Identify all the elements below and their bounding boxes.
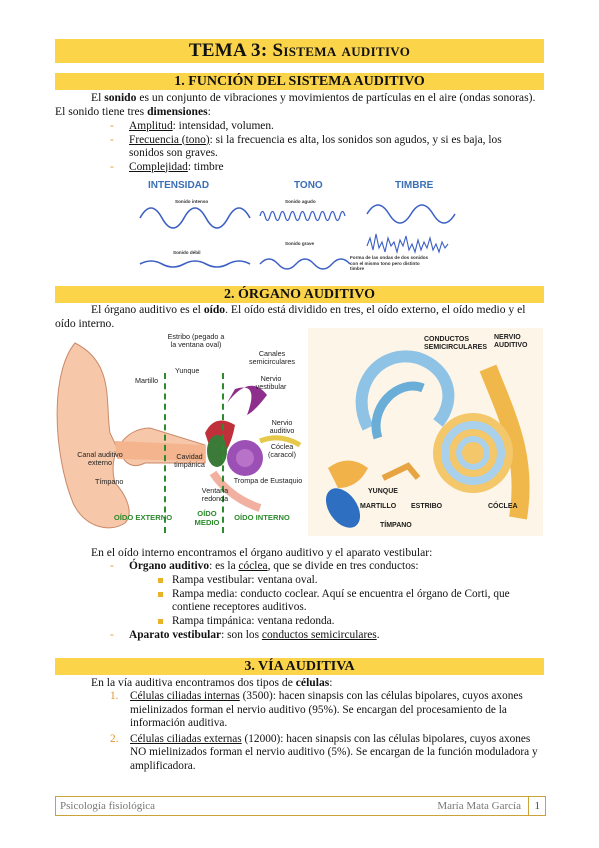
ear-drawing	[56, 342, 302, 529]
label-yunque-inner: YUNQUE	[368, 488, 398, 495]
section-1-heading: 1. FUNCIÓN DEL SISTEMA AUDITIVO	[55, 73, 544, 90]
zone-oido-medio: OÍDO MEDIO	[194, 509, 220, 527]
wave-label-intensidad: INTENSIDAD	[148, 180, 210, 191]
label-canal-auditivo: Canal auditivo externo	[77, 450, 123, 467]
label-nervio: NERVIO AUDITIVO	[494, 334, 528, 349]
sec2-paragraph: El órgano auditivo es el oído. El oído e…	[55, 303, 526, 330]
inner-ear-figure: CONDUCTOS SEMICIRCULARES NERVIO AUDITIVO…	[308, 328, 543, 536]
label-ventana-redonda: Ventana redonda	[201, 486, 229, 503]
label-trompa: Trompa de Eustaquio	[233, 476, 303, 485]
wave-intenso	[139, 207, 251, 229]
wave-caption-grave: Sonido grave	[285, 241, 315, 246]
wave-timbre-1	[366, 204, 456, 224]
label-conductos: CONDUCTOS SEMICIRCULARES	[424, 336, 488, 351]
inner-ear-list: -Órgano auditivo: es la cóclea, que se d…	[110, 560, 540, 574]
wave-caption-timbre: Forma de las ondas de dos sonidos con el…	[350, 255, 429, 271]
ear-anatomy-figure: Estribo (pegado a la ventana oval) Yunqu…	[55, 333, 305, 533]
list-item: -Frecuencia (tono): si la frecuencia es …	[110, 133, 502, 160]
page-title: TEMA 3: Sistema auditivo	[55, 39, 544, 63]
label-nervio-auditivo: Nervio auditivo	[269, 418, 295, 435]
wave-timbre-2	[366, 233, 449, 255]
wave-caption-debil: Sonido débil	[173, 250, 201, 255]
rampas-list: Rampa vestibular: ventana oval. Rampa me…	[154, 574, 539, 628]
list-item: -Amplitud: intensidad, volumen.	[110, 120, 274, 132]
label-canales: Canales semicirculares	[249, 349, 295, 366]
label-coclea-inner: CÓCLEA	[488, 503, 518, 510]
title-main: TEMA 3:	[188, 40, 268, 61]
wave-debil	[139, 260, 251, 268]
wave-caption-agudo: Sonido agudo	[285, 199, 316, 204]
zone-oido-interno: OÍDO INTERNO	[234, 513, 290, 522]
zone-oido-externo: OÍDO EXTERNO	[113, 513, 173, 522]
page-footer: Psicología fisiológica María Mata García…	[55, 796, 546, 816]
list-item: -Aparato vestibular: son los conductos s…	[110, 629, 380, 641]
wave-label-tono: TONO	[294, 180, 323, 191]
list-item: 1.Células ciliadas internas (3500): hace…	[110, 690, 523, 729]
footer-divider	[528, 797, 529, 815]
label-nervio-vestibular: Nervio vestibular	[255, 374, 287, 391]
label-estribo-inner: ESTRIBO	[411, 503, 443, 510]
sec1-paragraph: El sonido es un conjunto de vibraciones …	[55, 91, 536, 118]
list-item: Rampa vestibular: ventana oval.	[154, 574, 539, 588]
footer-author: María Mata García	[437, 800, 521, 812]
list-item: Rampa media: conducto coclear. Aquí se e…	[154, 588, 539, 615]
divider-external-middle	[164, 373, 166, 533]
label-timpano-inner: TÍMPANO	[380, 522, 412, 529]
sec3-paragraph: En la vía auditiva encontramos dos tipos…	[91, 676, 333, 689]
dimensions-list: -Amplitud: intensidad, volumen. -Frecuen…	[110, 120, 530, 174]
cells-list: 1.Células ciliadas internas (3500): hace…	[110, 690, 540, 773]
label-estribo: Estribo (pegado a la ventana oval)	[167, 332, 225, 349]
inner-ear-drawing	[308, 328, 543, 536]
label-coclea: Cóclea (caracol)	[268, 442, 296, 459]
aparato-list: -Aparato vestibular: son los conductos s…	[110, 629, 540, 643]
list-item: 2.Células ciliadas externas (12000): hac…	[110, 732, 538, 772]
wave-label-timbre: TIMBRE	[395, 180, 434, 191]
label-timpano: Tímpano	[95, 477, 124, 486]
divider-middle-internal	[222, 373, 224, 533]
sec2-paragraph-2: En el oído interno encontramos el órgano…	[91, 546, 433, 559]
sound-waves-figure: INTENSIDAD TONO TIMBRE Sonido intenso So…	[135, 178, 465, 278]
list-item: -Complejidad: timbre	[110, 160, 224, 173]
list-item: Rampa timpánica: ventana redonda.	[154, 615, 539, 629]
label-cavidad: Cavidad timpánica	[174, 452, 205, 469]
footer-subject: Psicología fisiológica	[60, 800, 156, 812]
label-martillo: Martillo	[135, 376, 159, 385]
section-3-heading: 3. VÍA AUDITIVA	[55, 658, 544, 675]
wave-grave	[259, 258, 351, 270]
wave-caption-intenso: Sonido intenso	[175, 199, 209, 204]
section-2-heading: 2. ÓRGANO AUDITIVO	[55, 286, 544, 303]
list-item: -Órgano auditivo: es la cóclea, que se d…	[110, 560, 419, 572]
wave-agudo	[259, 210, 346, 222]
title-rest: Sistema auditivo	[272, 40, 411, 61]
label-martillo-inner: MARTILLO	[360, 503, 397, 510]
label-yunque: Yunque	[175, 366, 200, 375]
page-number: 1	[534, 800, 541, 812]
wave-drawings	[139, 204, 456, 270]
